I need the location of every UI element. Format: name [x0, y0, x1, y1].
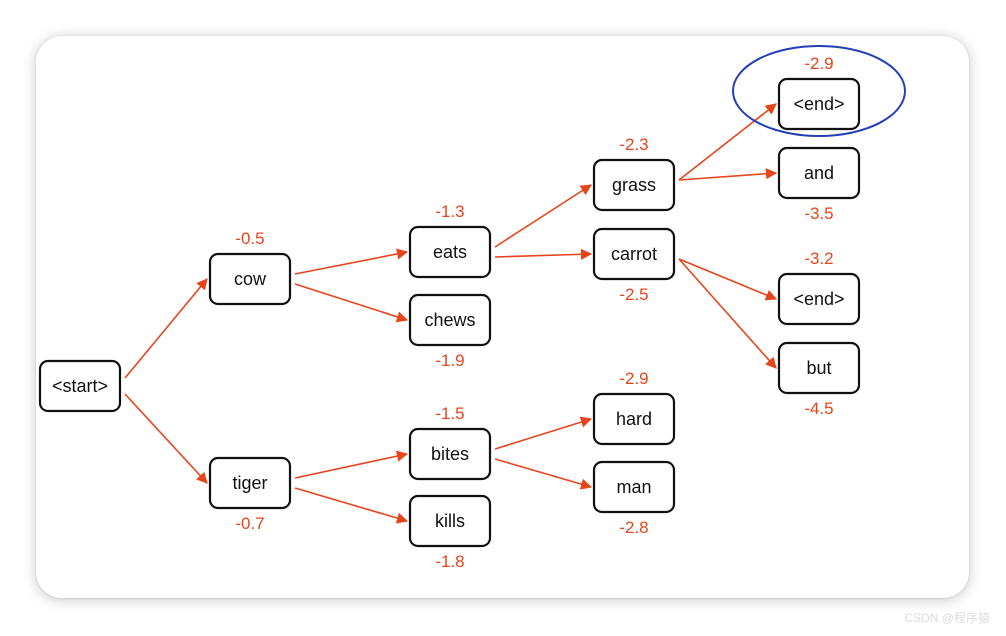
edge-cow-eats [294, 248, 409, 275]
node-label: bites [431, 444, 469, 464]
node-score: -3.5 [804, 204, 833, 223]
nodes: <start> cow -0.5 tiger -0.7 eats -1.3 chews -1.9… [38, 54, 861, 571]
edge-eats-carrot [494, 248, 593, 260]
node-label: <end> [793, 289, 844, 309]
node-label: man [616, 477, 651, 497]
node-score: -2.5 [619, 285, 648, 304]
node-score: -2.8 [619, 518, 648, 537]
node-score: -1.9 [435, 351, 464, 370]
node-score: -1.5 [435, 404, 464, 423]
node-box [208, 456, 292, 510]
edge-grass-end1 [678, 103, 777, 181]
node-label: <end> [793, 94, 844, 114]
node-box [777, 272, 861, 326]
node-label: eats [433, 242, 467, 262]
node-tiger: tiger -0.7 [208, 456, 292, 533]
node-box [592, 158, 676, 212]
node-grass: grass -2.3 [592, 135, 676, 212]
edge-eats-grass [494, 184, 592, 248]
node-chews: chews -1.9 [408, 293, 492, 370]
watermark: CSDN @程序猿 [904, 611, 990, 625]
node-hard: hard -2.9 [592, 369, 676, 446]
node-label: carrot [611, 244, 657, 264]
highlight [732, 45, 906, 137]
best-path-highlight [732, 45, 906, 137]
node-but: but -4.5 [777, 341, 861, 418]
edge-carrot-but [678, 258, 777, 369]
node-man: man -2.8 [592, 460, 676, 537]
edges [124, 103, 778, 524]
node-label: and [804, 163, 834, 183]
node-score: -2.9 [619, 369, 648, 388]
edge-bites-hard [494, 416, 593, 450]
node-kills: kills -1.8 [408, 494, 492, 571]
node-bites: bites -1.5 [408, 404, 492, 481]
node-score: -2.3 [619, 135, 648, 154]
node-box [777, 77, 861, 131]
edge-start-cow [124, 278, 208, 379]
node-label: hard [616, 409, 652, 429]
node-score: -1.8 [435, 552, 464, 571]
node-box [208, 252, 292, 306]
node-cow: cow -0.5 [208, 229, 292, 306]
edge-cow-chews [294, 283, 409, 323]
node-box [408, 494, 492, 548]
node-score: -0.7 [235, 514, 264, 533]
node-start: <start> [38, 359, 122, 413]
edge-carrot-end2 [678, 258, 778, 301]
edge-start-tiger [124, 393, 208, 484]
node-label: <start> [52, 376, 108, 396]
node-score: -1.3 [435, 202, 464, 221]
edge-tiger-bites [294, 450, 409, 479]
node-label: chews [424, 310, 475, 330]
node-box [408, 293, 492, 347]
node-label: grass [612, 175, 656, 195]
node-label: but [806, 358, 831, 378]
node-box [38, 359, 122, 413]
node-box [777, 341, 861, 395]
node-label: cow [234, 269, 267, 289]
node-and: and -3.5 [777, 146, 861, 223]
node-box [777, 146, 861, 200]
edge-bites-man [494, 458, 593, 490]
node-end2: <end> -3.2 [777, 249, 861, 326]
node-score: -2.9 [804, 54, 833, 73]
node-box [592, 227, 676, 281]
node-eats: eats -1.3 [408, 202, 492, 279]
edge-tiger-kills [294, 487, 409, 524]
node-box [408, 225, 492, 279]
node-label: kills [435, 511, 465, 531]
edge-grass-and [678, 168, 778, 181]
node-score: -4.5 [804, 399, 833, 418]
node-box [592, 460, 676, 514]
node-end1: <end> -2.9 [777, 54, 861, 131]
node-box [408, 427, 492, 481]
node-carrot: carrot -2.5 [592, 227, 676, 304]
node-box [592, 392, 676, 446]
node-score: -0.5 [235, 229, 264, 248]
node-score: -3.2 [804, 249, 833, 268]
node-label: tiger [232, 473, 267, 493]
